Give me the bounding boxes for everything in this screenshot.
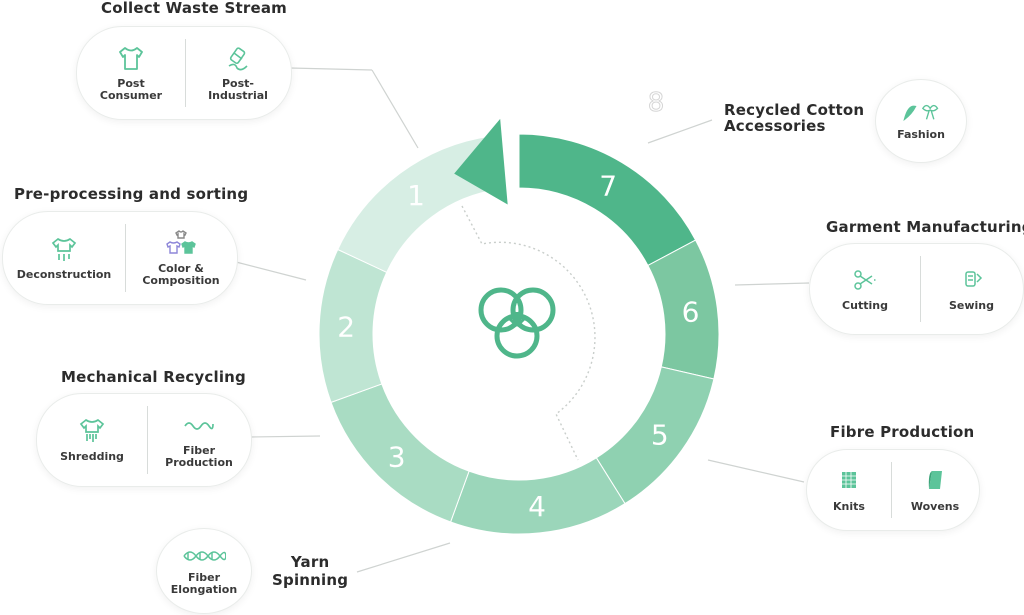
fiber-wave-icon [184, 422, 214, 430]
garment-manufacturing-card: Cutting Sewing [809, 243, 1024, 335]
deconstruct-shirt-icon [51, 237, 77, 261]
step-4-number: 4 [528, 490, 546, 523]
fashion-label: Fashion [897, 128, 945, 141]
connector-lines [235, 67, 810, 573]
color-composition-item: Color & Composition [125, 212, 237, 304]
woven-fabric-icon [928, 471, 942, 489]
fibre-production-card: Knits Wovens [806, 449, 980, 531]
fashion-item: Fashion [876, 80, 966, 162]
yarn-spinning-card: Fiber Elongation [156, 528, 252, 614]
fibre-production-title: Fibre Production [830, 423, 975, 441]
accessories-title: Recycled Cotton Accessories [724, 101, 865, 135]
deconstruction-label: Deconstruction [16, 268, 112, 281]
knit-swatch-icon [842, 472, 856, 488]
shredding-item: Shredding [37, 394, 147, 486]
collect-waste-card: Post Consumer Post- Industrial [76, 26, 292, 120]
cutting-item: Cutting [810, 244, 920, 334]
step-6-number: 6 [682, 295, 700, 328]
step-1-number: 1 [407, 179, 425, 212]
knits-item: Knits [807, 450, 891, 530]
sewing-icon [964, 271, 982, 287]
deconstruction-item: Deconstruction [3, 212, 125, 304]
color-composition-label: Color & Composition [142, 262, 220, 287]
wovens-label: Wovens [910, 500, 960, 513]
fiber-elongation-item: Fiber Elongation [157, 529, 251, 613]
step-2-number: 2 [337, 310, 355, 343]
connector-garment [734, 282, 810, 286]
shredding-label: Shredding [60, 450, 124, 463]
step-numbers: 7 6 5 4 3 2 1 [337, 170, 699, 523]
circular-economy-logo [478, 287, 556, 359]
connector-mechanical [249, 435, 321, 438]
garment-manufacturing-title: Garment Manufacturing [826, 218, 1024, 236]
scissors-icon [854, 270, 877, 290]
mechanical-recycling-title: Mechanical Recycling [61, 368, 246, 386]
collect-waste-title: Collect Waste Stream [101, 0, 287, 17]
sewing-label: Sewing [948, 299, 995, 312]
preprocessing-title: Pre-processing and sorting [14, 185, 249, 203]
mechanical-recycling-card: Shredding Fiber Production [36, 393, 252, 487]
color-shirts-icon [166, 230, 196, 254]
post-industrial-label: Post- Industrial [208, 77, 268, 102]
wovens-item: Wovens [891, 450, 979, 530]
inner-dashed-path [461, 205, 596, 461]
shred-shirt-icon [79, 418, 105, 442]
cycle-ring [318, 118, 720, 535]
preprocessing-card: Deconstruction Color & Composition [2, 211, 238, 305]
connector-preprocess [235, 261, 307, 281]
cutting-label: Cutting [842, 299, 888, 312]
knits-label: Knits [833, 500, 865, 513]
cycle-arrow-head [454, 118, 508, 205]
accessories-card: Fashion [875, 79, 967, 163]
sewing-item: Sewing [920, 244, 1023, 334]
post-consumer-label: Post Consumer [99, 77, 163, 102]
step-3-number: 3 [388, 440, 406, 473]
fiber-production-mech-item: Fiber Production [147, 394, 251, 486]
fiber-production-mech-label: Fiber Production [165, 444, 233, 469]
fiber-elongation-label: Fiber Elongation [170, 571, 238, 596]
yarn-spinning-title: Yarn Spinning [272, 553, 349, 589]
post-consumer-item: Post Consumer [77, 27, 185, 119]
bow-accessory-icon [903, 104, 939, 122]
connector-fibre [707, 459, 805, 483]
connector-collect-2 [371, 69, 419, 149]
dna-fiber-icon [183, 551, 226, 561]
step-7-number: 7 [599, 170, 617, 203]
connector-yarn [356, 542, 451, 573]
post-industrial-item: Post- Industrial [185, 27, 291, 119]
connector-collect [289, 67, 373, 71]
tshirt-icon [119, 47, 143, 70]
thread-spool-icon [228, 47, 248, 71]
step-8-number: 8 [648, 88, 665, 118]
connector-accessories [647, 119, 713, 144]
step-5-number: 5 [651, 418, 669, 451]
